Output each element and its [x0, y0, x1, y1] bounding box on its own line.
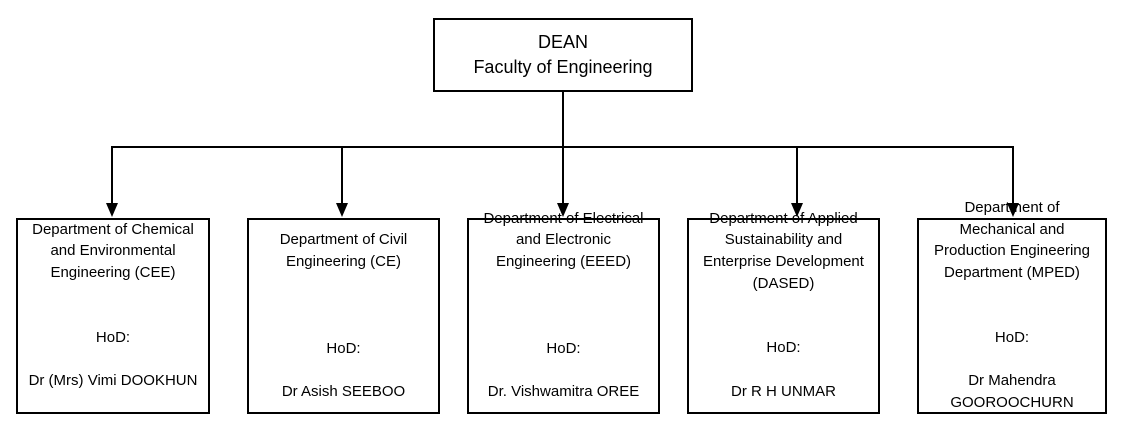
dept-box-dased: Department of Applied Sustainability and…	[687, 210, 880, 414]
hod-name: Dr Mahendra GOOROOCHURN	[950, 372, 1074, 411]
hod-block: HoD: Dr Mahendra GOOROOCHURN	[950, 305, 1073, 432]
hod-block: HoD: Dr Asish SEEBOO	[282, 316, 405, 425]
hod-name: Dr R H UNMAR	[731, 382, 836, 400]
hod-label: HoD:	[546, 339, 581, 357]
arrowhead-dased-icon	[791, 203, 803, 217]
arrowhead-cee-icon	[106, 203, 118, 217]
hod-label: HoD:	[326, 339, 361, 357]
hod-block: HoD: Dr R H UNMAR	[731, 316, 836, 425]
hod-label: HoD:	[766, 339, 801, 357]
dept-name: Department of Chemical and Environmental…	[32, 220, 194, 282]
hod-block: HoD: Dr (Mrs) Vimi DOOKHUN	[29, 305, 198, 414]
dean-subtitle: Faculty of Engineering	[473, 57, 653, 77]
arrowhead-ce-icon	[336, 203, 348, 217]
connector-line-group	[111, 90, 1014, 206]
dept-name: Department of Mechanical and Production …	[934, 198, 1090, 281]
dept-name: Department of Electrical and Electronic …	[483, 209, 644, 271]
arrowhead-mped-icon	[1007, 203, 1019, 217]
hod-name: Dr. Vishwamitra OREE	[487, 383, 640, 400]
dean-box: DEAN Faculty of Engineering	[433, 18, 693, 92]
arrowhead-group	[106, 203, 1019, 217]
dept-name: Department of Applied Sustainability and…	[703, 209, 864, 292]
dept-name: Department of Civil Engineering (CE)	[279, 231, 408, 271]
hod-name: Dr Asish SEEBOO	[281, 383, 406, 401]
hod-label: HoD:	[95, 328, 131, 346]
hod-name: Dr (Mrs) Vimi DOOKHUN	[28, 372, 198, 389]
dept-box-ce: Department of Civil Engineering (CE) HoD…	[247, 218, 440, 414]
hod-label: HoD:	[994, 328, 1030, 346]
dean-title: DEAN	[537, 31, 588, 52]
dept-box-eeed: Department of Electrical and Electronic …	[467, 210, 660, 414]
hod-block: HoD: Dr. Vishwamitra OREE	[488, 316, 639, 425]
arrowhead-eeed-icon	[557, 203, 569, 217]
dept-box-mped: Department of Mechanical and Production …	[917, 199, 1107, 414]
dept-box-cee: Department of Chemical and Environmental…	[16, 218, 210, 414]
